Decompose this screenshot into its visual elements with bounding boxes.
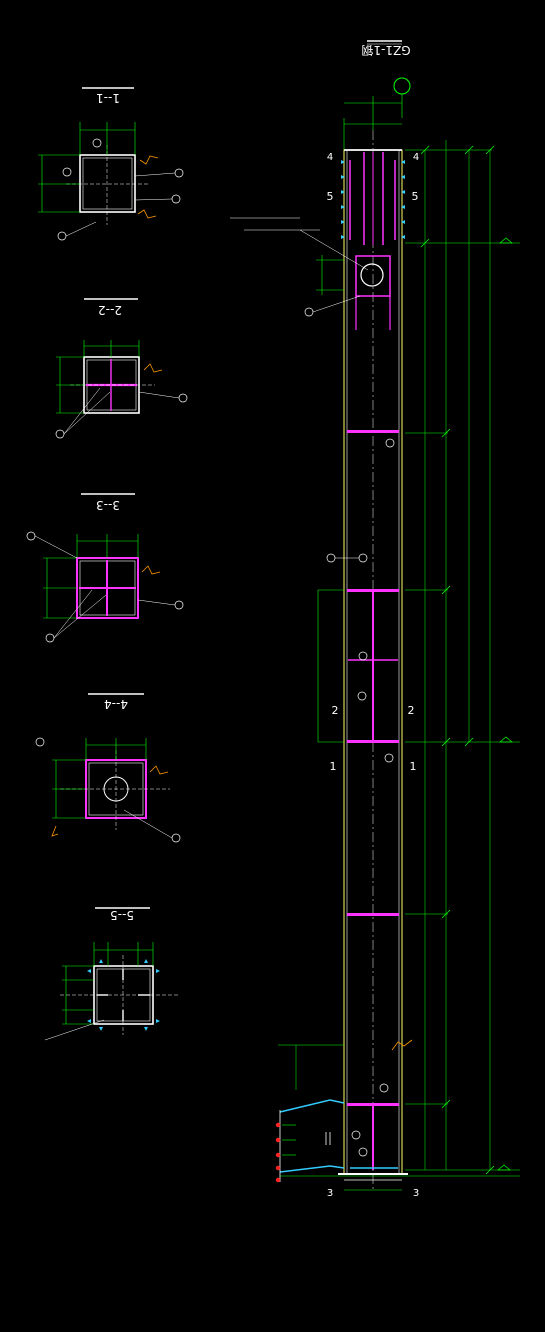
callout-circle — [351, 1130, 361, 1140]
section-5-5-title: 5--5 — [110, 908, 134, 922]
callout-circle — [358, 553, 368, 563]
callout-circle — [304, 307, 314, 317]
callout-circle — [62, 167, 72, 177]
section-4-4-title: 4--4 — [104, 697, 128, 711]
callout-circle — [174, 600, 184, 610]
callout-circle — [358, 651, 368, 661]
section-cut-label: 5 — [412, 190, 419, 203]
axis-bubble — [393, 77, 411, 95]
section-1-1-box — [79, 154, 136, 213]
callout-circle — [45, 633, 55, 643]
main-title: GZ1-1钢 — [361, 43, 410, 57]
callout-circle — [178, 393, 188, 403]
section-2-2-title: 2--2 — [98, 303, 122, 317]
section-3-3-title: 3--3 — [96, 498, 120, 512]
section-cut-label: 4 — [413, 152, 419, 163]
section-4-4: 4--4 — [35, 693, 181, 843]
callout-circle — [55, 429, 65, 439]
callout-circle — [92, 138, 102, 148]
callout-circle — [358, 1147, 368, 1157]
section-cut-label: 3 — [413, 1188, 419, 1199]
section-cut-label: 2 — [332, 704, 339, 717]
section-cut-label: 4 — [327, 152, 333, 163]
section-cut-label: 1 — [330, 760, 337, 773]
callout-circle — [379, 1083, 389, 1093]
column-elevation: GZ1-1钢 — [230, 40, 520, 1199]
section-5-5: 5--5 — [44, 907, 180, 1041]
section-cut-label: 5 — [327, 190, 334, 203]
section-1-1-title: 1--1 — [96, 91, 120, 105]
pipe-opening — [360, 263, 384, 287]
section-1-1: 1--1 — [38, 87, 184, 241]
callout-circle — [174, 168, 184, 178]
callout-circle — [35, 737, 45, 747]
callout-circle — [326, 553, 336, 563]
callout-circle — [171, 194, 181, 204]
callout-circle — [26, 531, 36, 541]
callout-circle — [171, 833, 181, 843]
section-cut-label: 2 — [408, 704, 415, 717]
section-cut-label: 3 — [327, 1188, 333, 1199]
callout-circle — [57, 231, 67, 241]
section-2-2: 2--2 — [55, 298, 188, 439]
section-3-3: 3--3 — [26, 493, 184, 643]
callout-circle — [384, 753, 394, 763]
section-cut-label: 1 — [410, 760, 417, 773]
callout-circle — [385, 438, 395, 448]
callout-circle — [357, 691, 367, 701]
